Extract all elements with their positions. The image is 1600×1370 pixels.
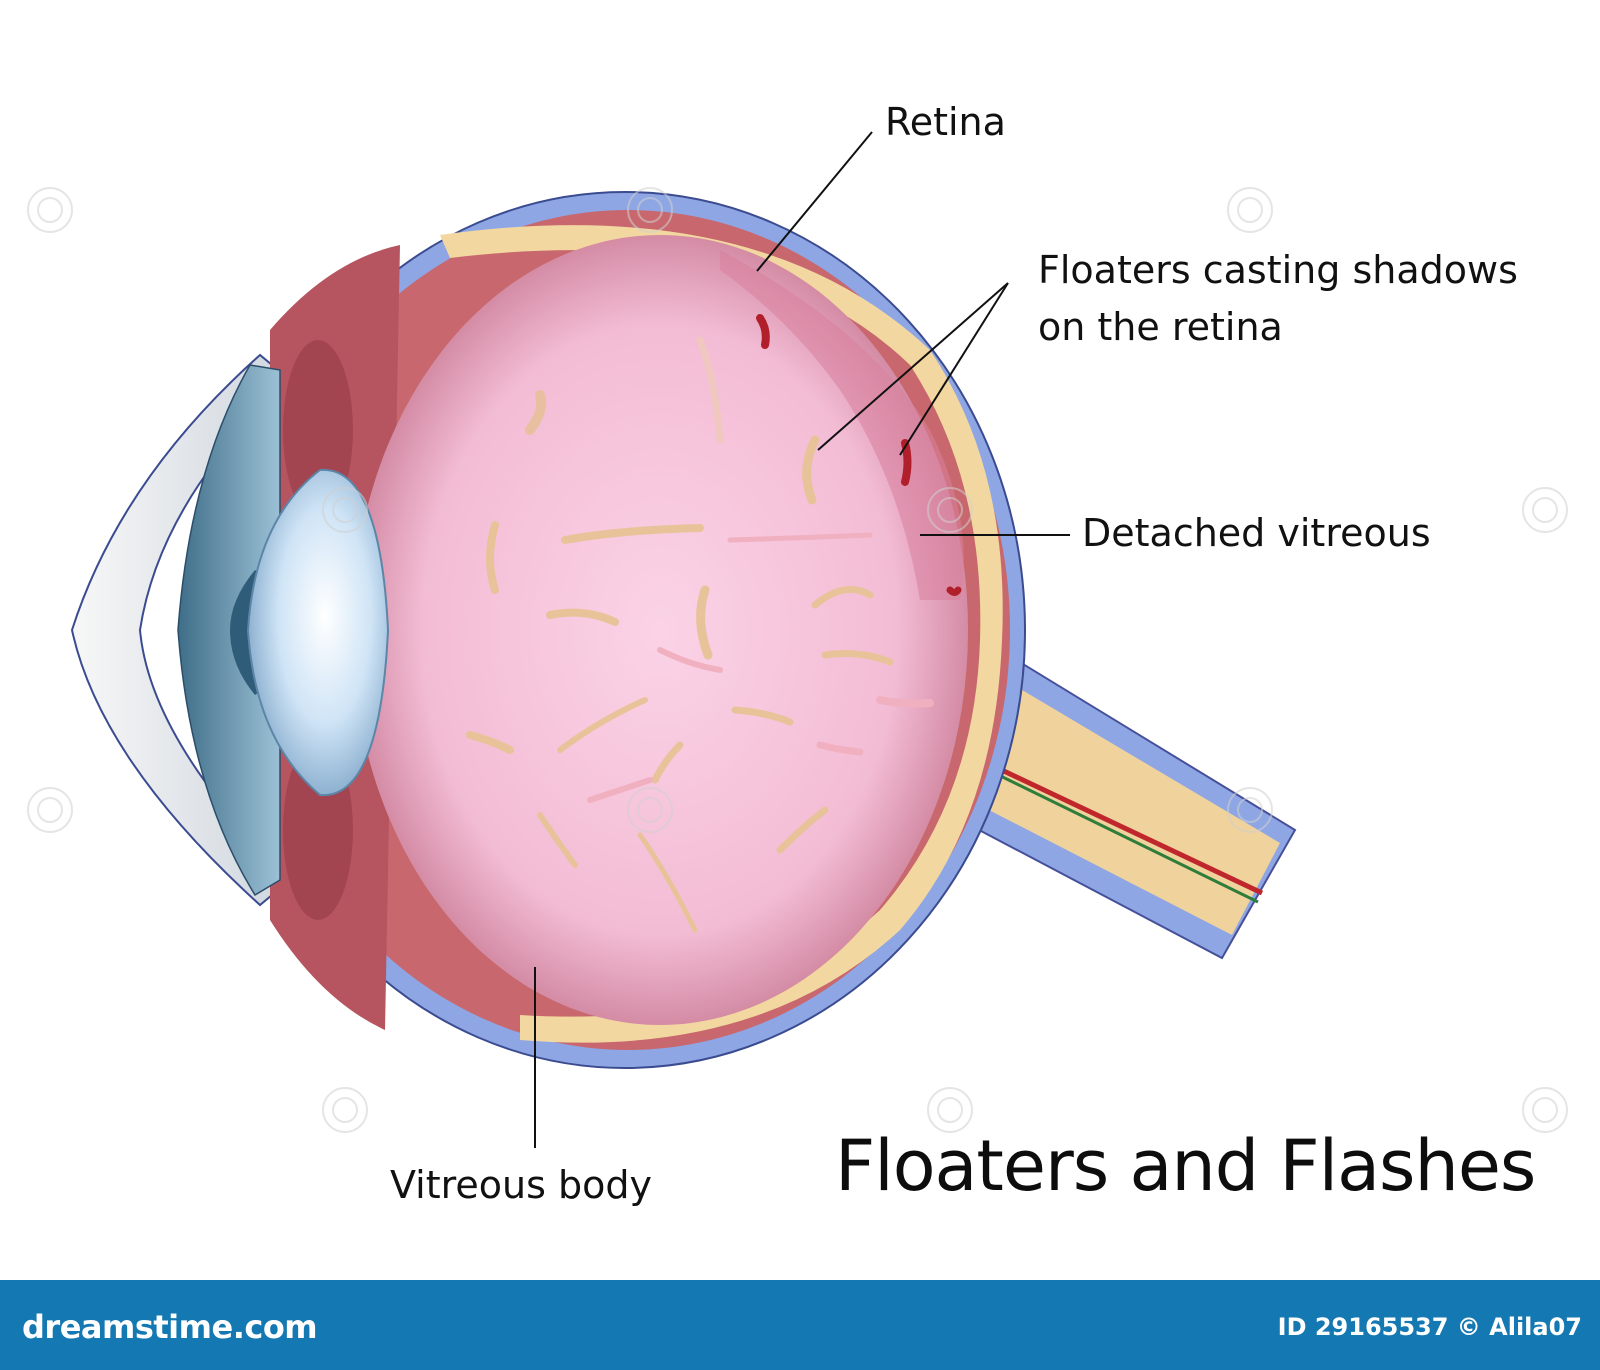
- watermark: [27, 187, 1568, 1133]
- lens: [246, 468, 390, 797]
- detached-vitreous-region: [720, 250, 964, 600]
- eye-diagram: [27, 131, 1568, 1148]
- optic-nerve: [943, 648, 1297, 960]
- floater-shadow: [901, 439, 912, 486]
- vitreous-body-label: Vitreous body: [390, 1163, 652, 1207]
- iris: [177, 364, 281, 897]
- floaters: [466, 336, 934, 933]
- leader-lines: [534, 131, 1070, 1148]
- floater-shadow: [756, 314, 770, 349]
- footer-bar: dreamstime.com ID 29165537 © Alila07: [0, 1280, 1600, 1370]
- vitreous-body-shape: [352, 235, 968, 1025]
- detached-vitreous-label: Detached vitreous: [1082, 511, 1431, 555]
- footer-logo: dreamstime.com: [22, 1308, 318, 1346]
- cornea: [70, 353, 292, 907]
- retina-label: Retina: [885, 100, 1006, 144]
- image-id: ID 29165537 © Alila07: [1277, 1313, 1582, 1341]
- floaters-label-line1: Floaters casting shadows: [1038, 248, 1518, 292]
- floater-shadow: [946, 586, 962, 596]
- floaters-label-line2: on the retina: [1038, 305, 1283, 349]
- diagram-title: Floaters and Flashes: [835, 1125, 1536, 1207]
